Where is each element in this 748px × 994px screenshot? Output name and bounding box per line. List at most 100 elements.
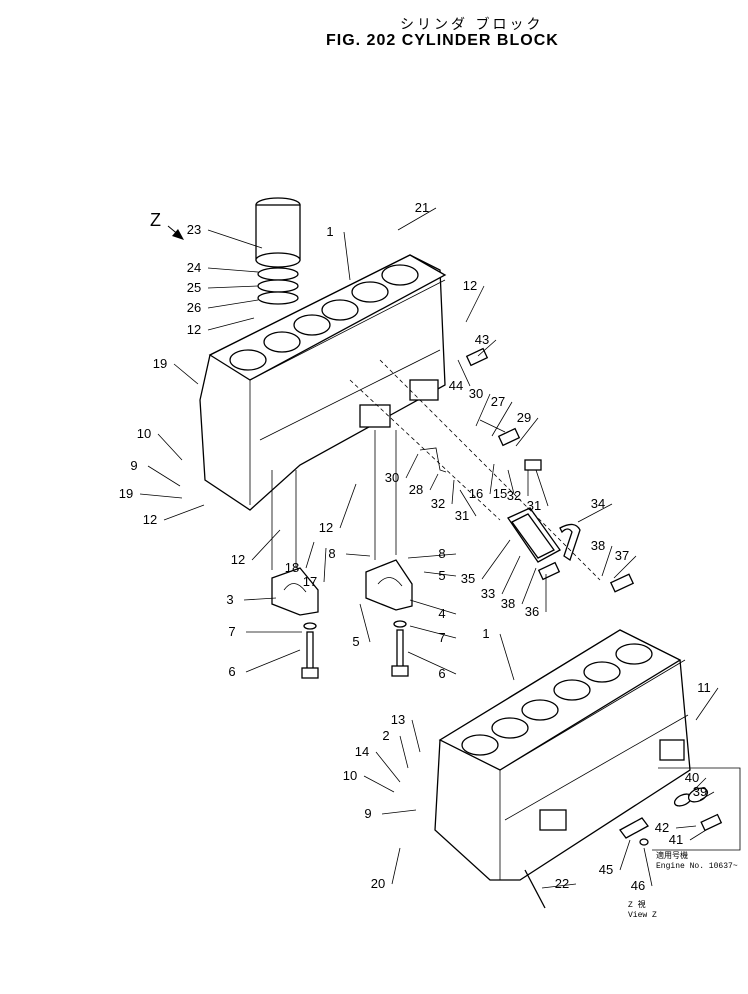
leader-line: [375, 751, 401, 783]
callout-18: 18: [285, 560, 299, 575]
leader-line: [323, 547, 327, 583]
title-japanese: シリンダ ブロック: [400, 17, 544, 33]
leader-line: [305, 541, 315, 569]
leader-line: [577, 503, 613, 523]
callout-29: 29: [517, 410, 531, 425]
leader-line: [207, 229, 263, 249]
fitting-37: [609, 573, 635, 593]
callout-11: 11: [697, 680, 711, 695]
view-z-label-jp: Z 視: [628, 900, 646, 910]
callout-7: 7: [438, 630, 445, 645]
callout-31: 31: [455, 508, 469, 523]
leader-line: [407, 553, 457, 559]
callout-13: 13: [391, 712, 405, 727]
callout-28: 28: [409, 482, 423, 497]
stud-22: [524, 869, 546, 909]
callout-10: 10: [343, 768, 357, 783]
leader-line: [409, 625, 457, 639]
callout-10: 10: [137, 426, 151, 441]
cylinder-liner: [255, 197, 301, 268]
main-bearing-cap-front: [271, 567, 319, 616]
breather-tube: [559, 523, 581, 562]
callout-38: 38: [591, 538, 605, 553]
callout-32: 32: [507, 488, 521, 503]
leader-line: [535, 469, 549, 507]
lower-cylinder-block: [434, 629, 691, 881]
fitting-43: [465, 347, 489, 367]
view-z-caption: View Z: [628, 911, 657, 920]
leader-line: [407, 651, 457, 675]
callout-25: 25: [187, 280, 201, 295]
callout-24: 24: [187, 260, 201, 275]
leader-line: [459, 489, 477, 517]
leader-line: [207, 299, 259, 309]
leader-line: [409, 599, 457, 615]
leader-line: [477, 339, 497, 357]
leader-line: [147, 465, 181, 487]
callout-7: 7: [228, 624, 235, 639]
leader-line: [499, 633, 515, 681]
leader-line: [245, 649, 301, 673]
leader-line: [343, 231, 351, 281]
callout-12: 12: [463, 278, 477, 293]
callout-41: 41: [669, 832, 683, 847]
leader-line: [157, 433, 183, 461]
leader-line: [173, 363, 199, 385]
leader-line: [491, 401, 513, 437]
leader-line: [501, 555, 521, 595]
view-z-label: Z: [150, 210, 161, 230]
leader-line: [689, 829, 707, 841]
leader-line: [451, 479, 455, 505]
leader-line: [695, 687, 719, 721]
leader-line: [207, 285, 259, 289]
leader-line: [521, 567, 537, 605]
main-bearing-cap-rear: [365, 559, 413, 611]
callout-31: 31: [527, 498, 541, 513]
leader-line: [207, 267, 259, 273]
leader-line: [339, 483, 357, 529]
callout-9: 9: [364, 806, 371, 821]
gasket-45: [619, 817, 649, 839]
callout-12: 12: [319, 520, 333, 535]
leader-line: [423, 571, 457, 577]
view-z-arrow-icon: [167, 225, 184, 240]
side-cover-plate: [507, 507, 561, 563]
fitting-36: [537, 561, 561, 581]
cap-bolt-front: [301, 622, 319, 679]
leader-line: [643, 847, 653, 887]
leader-line: [359, 603, 371, 643]
pipe-27: [479, 419, 506, 433]
callout-12: 12: [143, 512, 157, 527]
callout-26: 26: [187, 300, 201, 315]
callout-19: 19: [153, 356, 167, 371]
leader-line: [243, 597, 277, 601]
leader-line: [489, 463, 495, 495]
callout-6: 6: [228, 664, 235, 679]
callout-44: 44: [449, 378, 463, 393]
leader-line: [399, 735, 409, 769]
callout-27: 27: [491, 394, 505, 409]
leader-line: [465, 285, 485, 323]
callout-38: 38: [501, 596, 515, 611]
callout-35: 35: [461, 571, 475, 586]
plug-46: [639, 838, 649, 846]
callout-40: 40: [685, 770, 699, 785]
callout-12: 12: [187, 322, 201, 337]
callout-16: 16: [469, 486, 483, 501]
leader-line: [139, 493, 183, 499]
engine-number-label: Engine No. 10637~: [656, 862, 738, 871]
callout-36: 36: [525, 604, 539, 619]
callout-1: 1: [326, 224, 333, 239]
callout-33: 33: [481, 586, 495, 601]
callout-12: 12: [231, 552, 245, 567]
leader-line: [699, 791, 715, 801]
callout-4: 4: [438, 606, 445, 621]
callout-22: 22: [555, 876, 569, 891]
callout-30: 30: [469, 386, 483, 401]
callout-8: 8: [328, 546, 335, 561]
callout-5: 5: [352, 634, 359, 649]
callout-6: 6: [438, 666, 445, 681]
